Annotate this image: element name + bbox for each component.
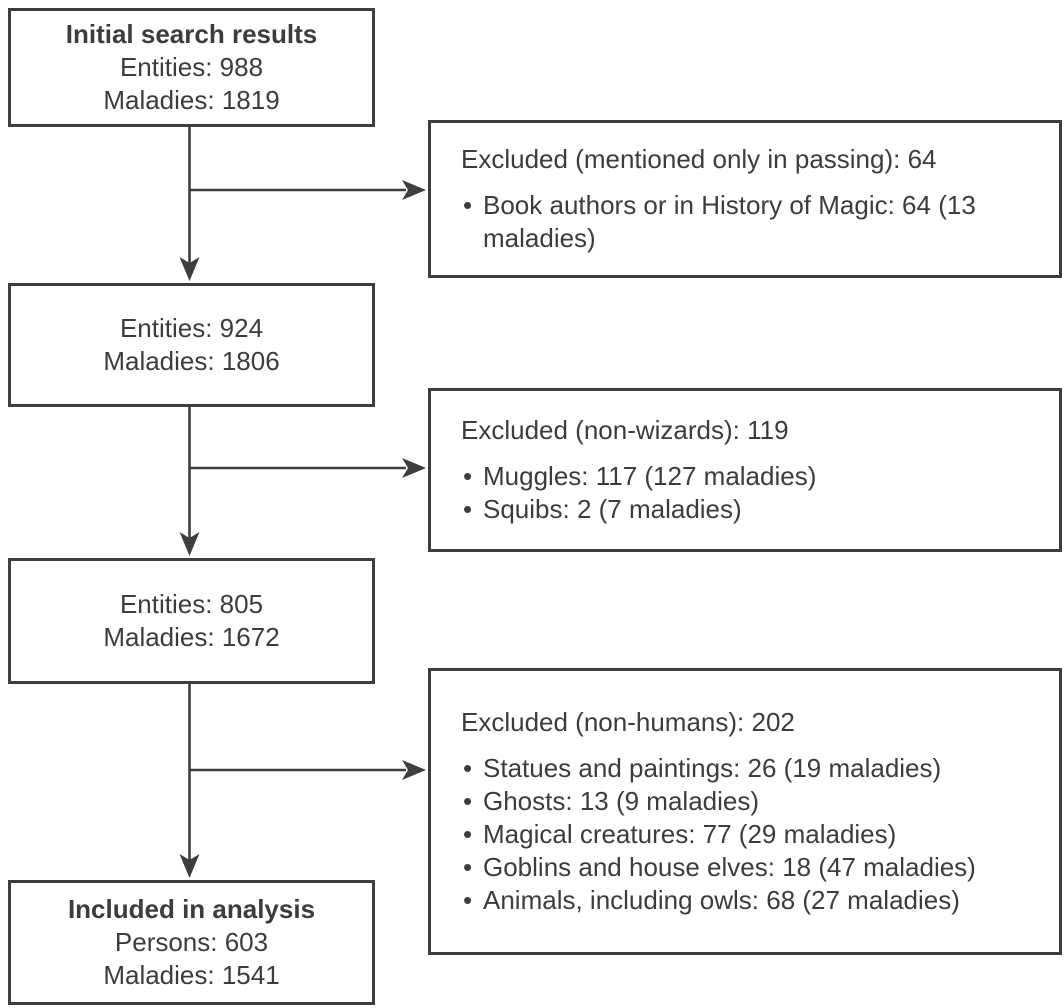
- box-line-maladies: Maladies: 1806: [103, 346, 280, 376]
- box-line-maladies: Maladies: 1541: [103, 960, 280, 990]
- flow-box-step-2: Entities: 924 Maladies: 1806: [8, 283, 375, 407]
- exclusion-bullet: Book authors or in History of Magic: 64 …: [461, 189, 1041, 255]
- box-line-persons: Persons: 603: [114, 927, 269, 957]
- box-line-entities: Entities: 988: [119, 52, 264, 82]
- arrow-right-3-icon: [402, 760, 426, 780]
- box-line-maladies: Maladies: 1819: [103, 85, 280, 115]
- box-title: Initial search results: [65, 19, 318, 49]
- arrow-down-3-icon: [179, 854, 200, 878]
- arrow-down-2-icon: [179, 532, 200, 556]
- exclusion-title: Excluded (non-wizards): 119: [461, 415, 789, 445]
- flow-box-initial-search-results: Initial search results Entities: 988 Mal…: [8, 8, 375, 127]
- exclusion-bullet: Goblins and house elves: 18 (47 maladies…: [461, 851, 976, 884]
- exclusion-title: Excluded (mentioned only in passing): 64: [461, 144, 937, 174]
- box-line-maladies: Maladies: 1672: [103, 622, 280, 652]
- exclusion-bullet: Muggles: 117 (127 maladies): [461, 460, 816, 493]
- box-title: Included in analysis: [67, 894, 316, 924]
- box-line-entities: Entities: 805: [119, 589, 264, 619]
- exclusion-title: Excluded (non-humans): 202: [461, 707, 795, 737]
- flow-box-excluded-passing: Excluded (mentioned only in passing): 64…: [428, 120, 1062, 278]
- exclusion-bullet: Animals, including owls: 68 (27 maladies…: [461, 884, 976, 917]
- exclusion-bullet-list: Statues and paintings: 26 (19 maladies) …: [461, 752, 976, 917]
- arrow-right-1-icon: [402, 180, 426, 200]
- exclusion-bullet: Magical creatures: 77 (29 maladies): [461, 818, 976, 851]
- box-line-entities: Entities: 924: [119, 313, 264, 343]
- flow-box-excluded-non-humans: Excluded (non-humans): 202 Statues and p…: [428, 668, 1062, 955]
- exclusion-bullet: Squibs: 2 (7 maladies): [461, 493, 816, 526]
- exclusion-bullet: Ghosts: 13 (9 maladies): [461, 785, 976, 818]
- arrow-right-2-icon: [402, 458, 426, 478]
- flow-box-included-in-analysis: Included in analysis Persons: 603 Maladi…: [8, 880, 375, 1005]
- exclusion-bullet-list: Muggles: 117 (127 maladies) Squibs: 2 (7…: [461, 460, 816, 526]
- exclusion-bullet: Statues and paintings: 26 (19 maladies): [461, 752, 976, 785]
- arrow-down-1-icon: [179, 257, 200, 281]
- exclusion-bullet-list: Book authors or in History of Magic: 64 …: [461, 189, 1041, 255]
- flow-box-excluded-non-wizards: Excluded (non-wizards): 119 Muggles: 117…: [428, 388, 1062, 552]
- flow-box-step-3: Entities: 805 Maladies: 1672: [8, 558, 375, 684]
